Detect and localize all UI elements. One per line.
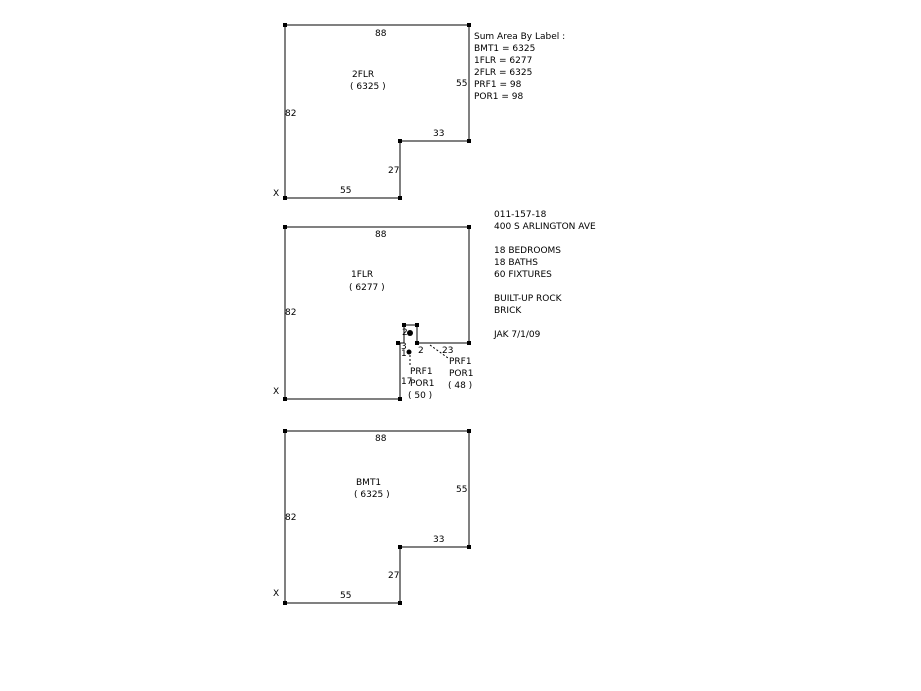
- vertex: [398, 139, 402, 143]
- area-value: ( 6325 ): [354, 490, 390, 500]
- summary-line: PRF1 = 98: [474, 80, 522, 90]
- vertex: [467, 225, 471, 229]
- por1-area: ( 48 ): [448, 381, 472, 391]
- porch-dim: 17: [401, 377, 412, 387]
- vertex: [467, 139, 471, 143]
- bedrooms: 18 BEDROOMS: [494, 246, 561, 256]
- floor-1-sketch: 2 3 1 2 23 17 PRF1 POR1 ( 50 ) PRF1 POR1…: [273, 225, 474, 401]
- summary-line: POR1 = 98: [474, 92, 523, 102]
- origin-mark: X: [273, 387, 279, 397]
- address: 400 S ARLINGTON AVE: [494, 222, 596, 232]
- floor-2-sketch: 88 55 82 33 27 55 X 2FLR ( 6325 ): [273, 23, 471, 200]
- vertex: [467, 341, 471, 345]
- parcel-number: 011-157-18: [494, 210, 547, 220]
- dim-left: 82: [285, 308, 296, 318]
- vertex: [283, 429, 287, 433]
- vertex: [398, 545, 402, 549]
- dim-bottom: 55: [340, 591, 351, 601]
- dim-bottom: 55: [340, 186, 351, 196]
- vertex: [283, 196, 287, 200]
- roof-type: BUILT-UP ROCK: [494, 294, 563, 304]
- por1-label-right: POR1: [449, 369, 474, 379]
- porch-dim: 1: [401, 349, 407, 359]
- floor-1-outline-lower: [284, 227, 401, 400]
- dim-step-v: 27: [388, 166, 399, 176]
- origin-mark: X: [273, 589, 279, 599]
- vertex: [467, 23, 471, 27]
- vertex: [398, 601, 402, 605]
- vertex: [283, 397, 287, 401]
- basement-sketch: 88 55 82 33 27 55 X BMT1 ( 6325 ): [273, 429, 471, 605]
- vertex: [283, 601, 287, 605]
- vertex: [283, 23, 287, 27]
- exterior-type: BRICK: [494, 306, 522, 316]
- porch-dim: 2: [402, 328, 408, 338]
- dim-step-v: 27: [388, 571, 399, 581]
- dim-right: 55: [456, 79, 467, 89]
- baths: 18 BATHS: [494, 258, 538, 268]
- area-value: ( 6277 ): [349, 283, 385, 293]
- por1-label: POR1: [410, 379, 435, 389]
- porch-dim: 3: [401, 342, 407, 352]
- vertex: [396, 341, 400, 345]
- prf1-area: ( 50 ): [408, 391, 432, 401]
- area-value: ( 6325 ): [350, 82, 386, 92]
- prf1-label: PRF1: [410, 367, 433, 377]
- dim-step-h: 33: [433, 129, 444, 139]
- dim-left: 82: [285, 109, 296, 119]
- dim-left: 82: [285, 513, 296, 523]
- origin-mark: X: [273, 189, 279, 199]
- porch-node: [407, 330, 413, 336]
- vertex: [415, 341, 419, 345]
- summary-line: 1FLR = 6277: [474, 56, 532, 66]
- area-summary: Sum Area By Label : BMT1 = 6325 1FLR = 6…: [474, 32, 565, 102]
- porch-dim: 23: [442, 346, 453, 356]
- porch-dim: 2: [418, 346, 424, 356]
- dim-right: 55: [456, 485, 467, 495]
- vertex: [467, 545, 471, 549]
- vertex: [402, 323, 406, 327]
- summary-line: 2FLR = 6325: [474, 68, 532, 78]
- vertex: [467, 429, 471, 433]
- vertex: [415, 323, 419, 327]
- dim-top: 88: [375, 29, 387, 39]
- vertex: [398, 196, 402, 200]
- area-label: 2FLR: [352, 70, 374, 80]
- basement-outline: [284, 430, 470, 604]
- dim-top: 88: [375, 434, 387, 444]
- summary-heading: Sum Area By Label :: [474, 32, 565, 42]
- porch-node: [406, 349, 412, 355]
- prf1-label-right: PRF1: [449, 357, 472, 367]
- vertex: [398, 397, 402, 401]
- property-info: 011-157-18 400 S ARLINGTON AVE 18 BEDROO…: [493, 210, 596, 340]
- fixtures: 60 FIXTURES: [494, 270, 552, 280]
- dim-step-h: 33: [433, 535, 444, 545]
- floor-1-outline: [285, 226, 470, 344]
- area-label: BMT1: [356, 478, 381, 488]
- appraiser-date: JAK 7/1/09: [493, 330, 541, 340]
- dim-top: 88: [375, 230, 387, 240]
- floor-2-outline: [284, 24, 470, 199]
- area-label: 1FLR: [351, 270, 373, 280]
- vertex: [283, 225, 287, 229]
- summary-line: BMT1 = 6325: [474, 44, 535, 54]
